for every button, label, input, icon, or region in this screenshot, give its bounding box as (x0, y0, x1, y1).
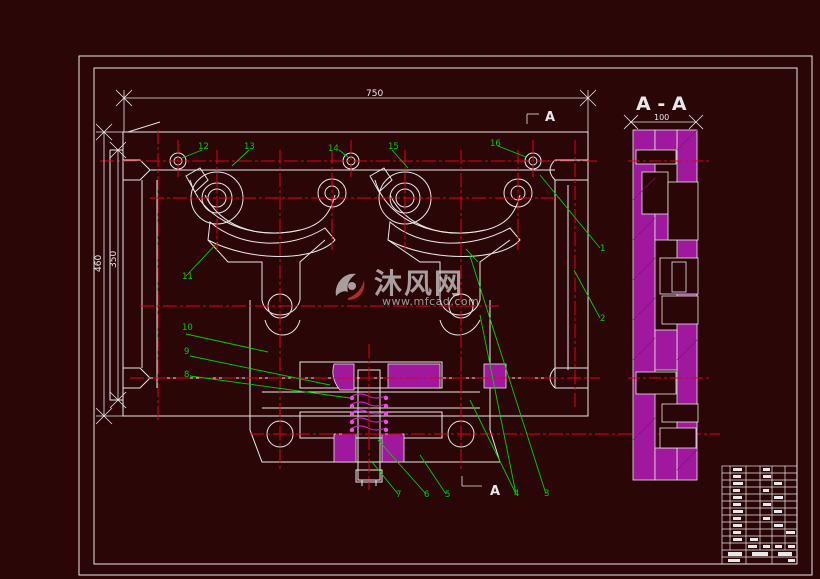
centerlines (100, 130, 720, 490)
balloon-4: 4 (514, 489, 519, 499)
balloon-13: 13 (244, 142, 255, 152)
balloon-3: 3 (544, 489, 549, 499)
balloon-11: 11 (182, 272, 193, 282)
balloon-14: 14 (328, 144, 339, 154)
clamp-arm-left (185, 167, 347, 316)
watermark: 沐风网 www.mfcad.com (330, 262, 500, 312)
title-block-glyphs (728, 468, 795, 562)
watermark-url: www.mfcad.com (382, 295, 480, 308)
balloon-9: 9 (184, 347, 189, 357)
balloon-2: 2 (600, 314, 605, 324)
balloon-numbers: 1 2 3 4 5 6 7 8 9 10 11 12 13 14 15 16 (182, 139, 605, 500)
section-dimension (623, 114, 704, 130)
dim-width-750: 750 (366, 89, 383, 99)
dimension-lines (95, 89, 597, 487)
hatched-sections-main (332, 363, 507, 463)
balloon-6: 6 (424, 490, 429, 500)
balloon-16: 16 (490, 139, 501, 149)
mfcad-logo-icon (335, 273, 365, 300)
inner-border (93, 67, 798, 565)
sheet-frame (78, 55, 813, 576)
section-cutouts (635, 149, 699, 449)
section-hatch-lines (632, 129, 698, 471)
balloon-5: 5 (445, 490, 450, 500)
balloon-15: 15 (388, 142, 399, 152)
title-block (721, 465, 798, 565)
section-mark-bottom: A (490, 484, 500, 499)
section-centerline (628, 160, 712, 379)
balloon-10: 10 (182, 323, 193, 333)
dimension-text: 750 460 350 (94, 89, 383, 272)
main-view: 750 460 350 A A 1 2 3 4 5 6 7 8 9 10 11 … (94, 89, 720, 500)
dim-height-350: 350 (109, 251, 119, 268)
section-mark-top: A (545, 110, 555, 125)
clamp-arm-right (369, 167, 533, 316)
balloon-1: 1 (600, 244, 605, 254)
section-title: A - A (636, 93, 687, 115)
section-view-a-a: A - A 100 (623, 93, 712, 481)
balloon-leaders (181, 145, 601, 495)
section-markers: A A (490, 110, 555, 499)
dim-height-460: 460 (94, 255, 104, 272)
balloon-7: 7 (396, 490, 401, 500)
outer-border (78, 55, 813, 576)
balloon-12: 12 (198, 142, 209, 152)
spring-coils (351, 393, 387, 431)
watermark-text: 沐风网 (374, 267, 465, 300)
dim-section-width-100: 100 (654, 113, 669, 122)
balloon-8: 8 (184, 370, 189, 380)
spring-coil-dots (349, 395, 389, 433)
